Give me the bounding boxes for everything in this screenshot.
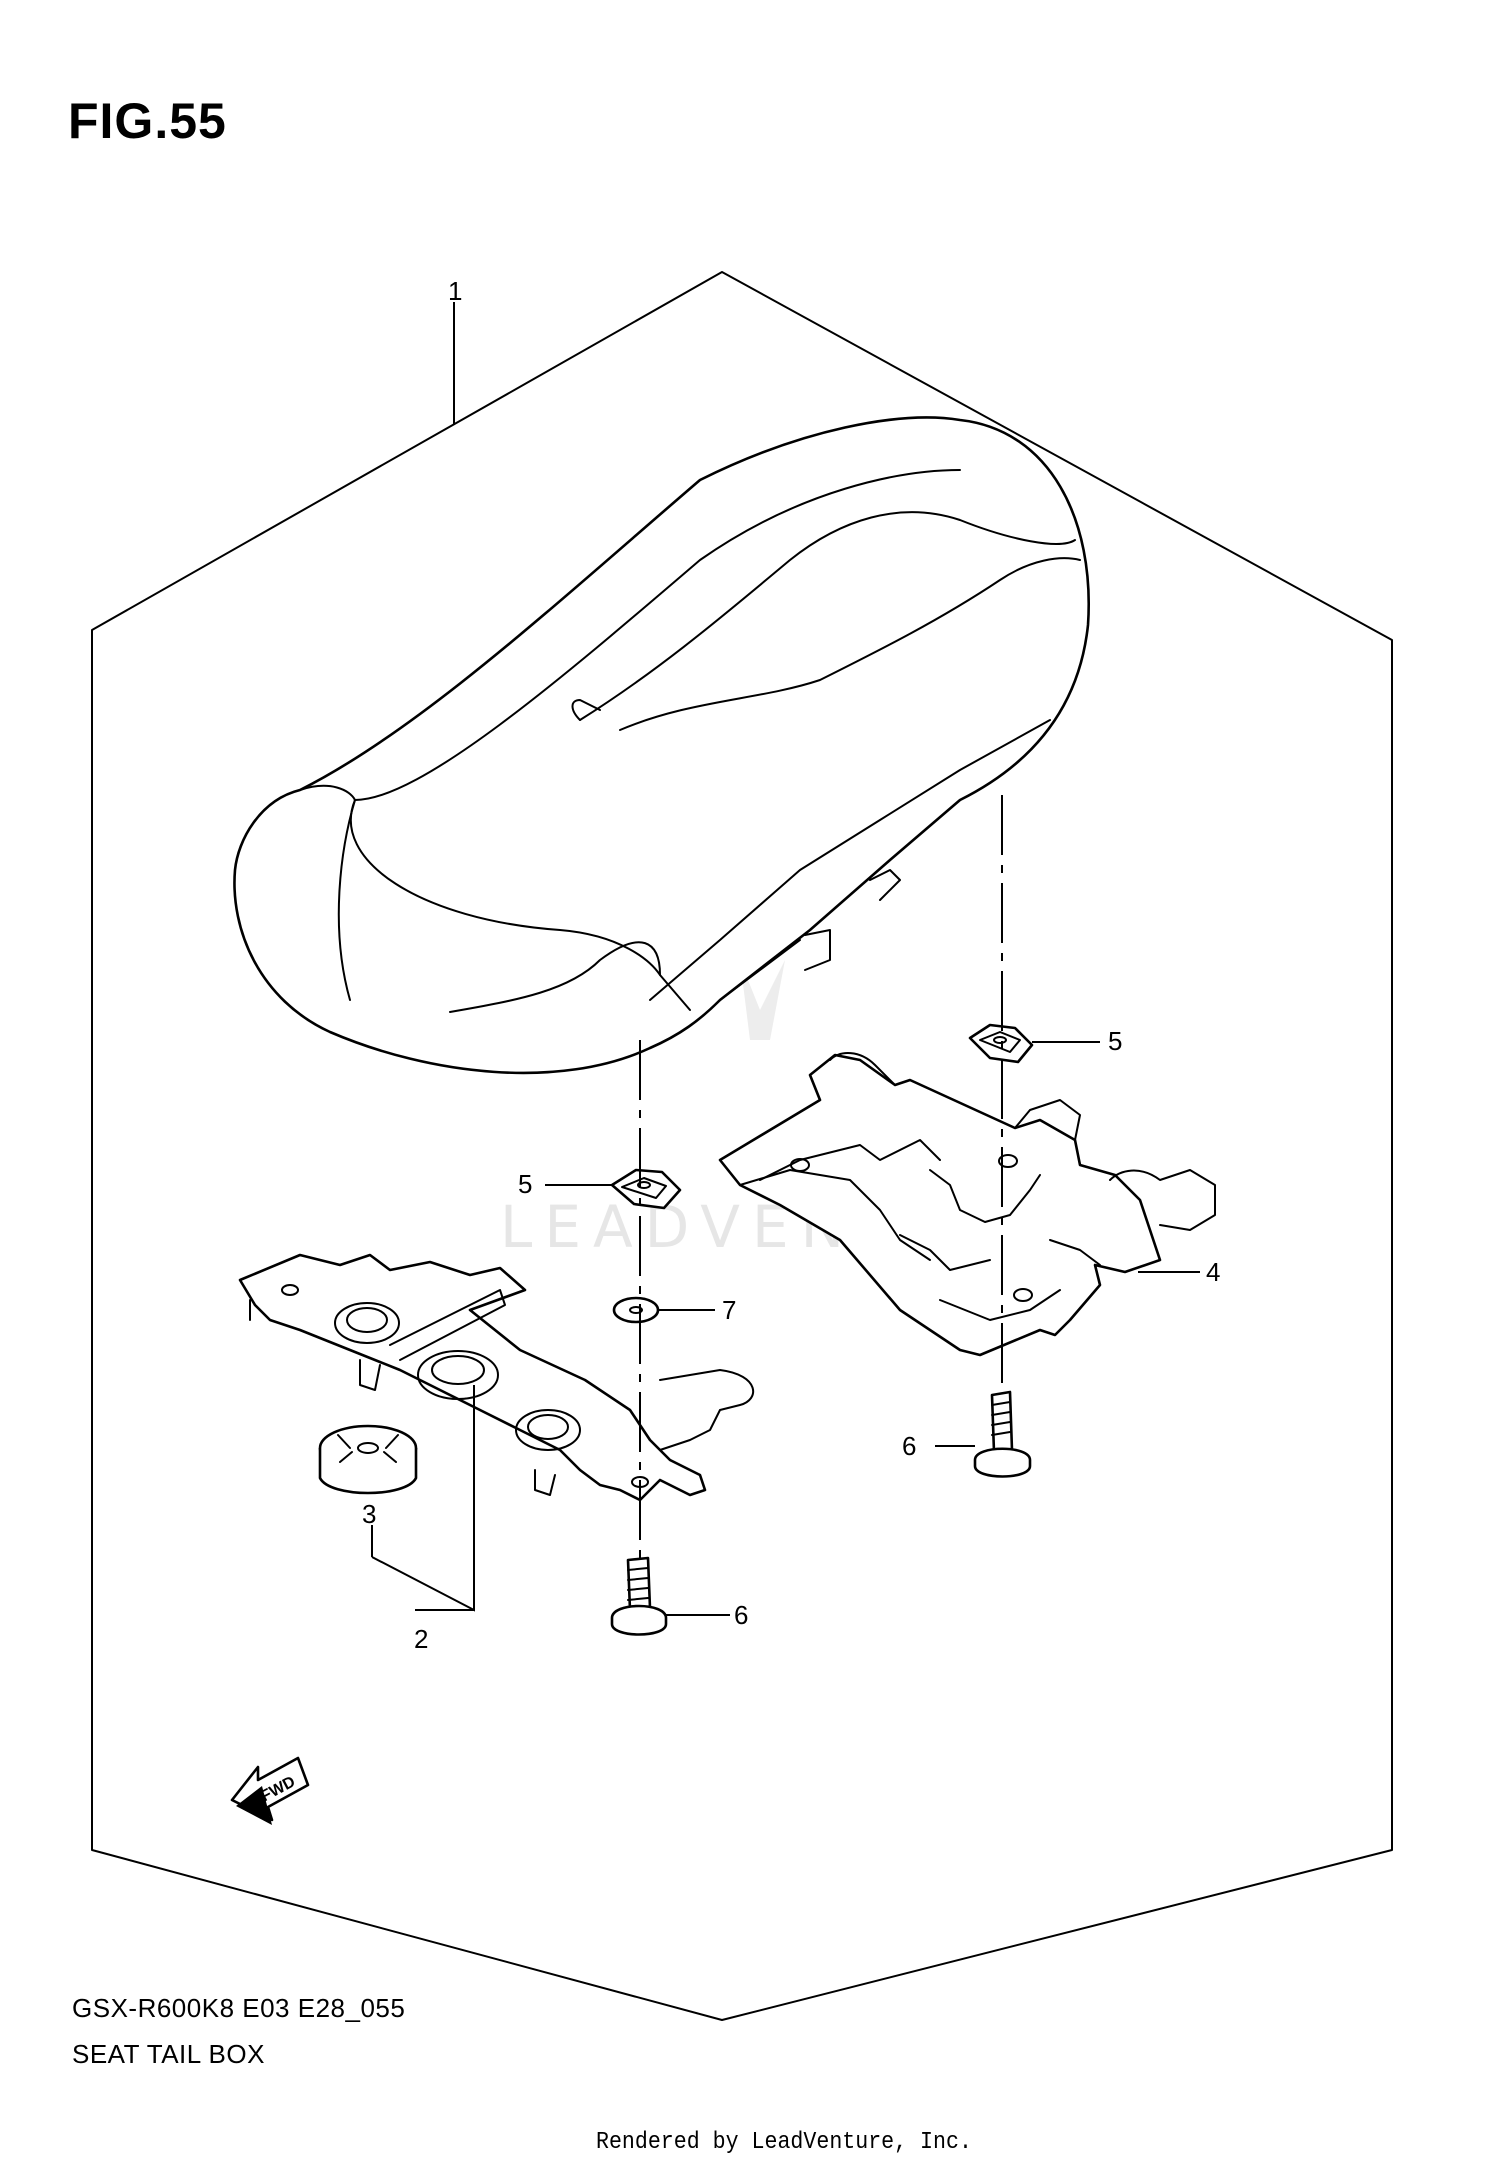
leader-2 bbox=[371, 1385, 475, 1612]
callout-2: 2 bbox=[414, 1624, 428, 1654]
callout-4: 4 bbox=[1206, 1257, 1220, 1287]
washer bbox=[612, 1296, 660, 1324]
model-code: GSX-R600K8 E03 E28_055 bbox=[72, 1993, 406, 2023]
callout-6-left: 6 bbox=[734, 1600, 748, 1630]
right-bracket bbox=[718, 1052, 1216, 1357]
figure-label: FIG.55 bbox=[68, 93, 227, 149]
fwd-arrow-icon: FWD bbox=[230, 1756, 310, 1825]
nut-left bbox=[610, 1168, 682, 1210]
diagram-title: SEAT TAIL BOX bbox=[72, 2039, 265, 2069]
callout-7: 7 bbox=[722, 1295, 736, 1325]
assembly-boundary-hexagon bbox=[91, 271, 1393, 2021]
bolt-right bbox=[973, 1390, 1032, 1478]
left-bracket bbox=[238, 1253, 755, 1502]
bolt-left bbox=[610, 1556, 668, 1636]
callout-3: 3 bbox=[362, 1499, 376, 1529]
callout-5-left: 5 bbox=[518, 1169, 532, 1199]
cushion bbox=[318, 1424, 418, 1495]
render-credit: Rendered by LeadVenture, Inc. bbox=[596, 2129, 972, 2156]
callout-1: 1 bbox=[448, 276, 462, 306]
seat-tail-cover bbox=[233, 416, 1090, 1075]
callout-6-right: 6 bbox=[902, 1431, 916, 1461]
callout-5-right: 5 bbox=[1108, 1026, 1122, 1056]
